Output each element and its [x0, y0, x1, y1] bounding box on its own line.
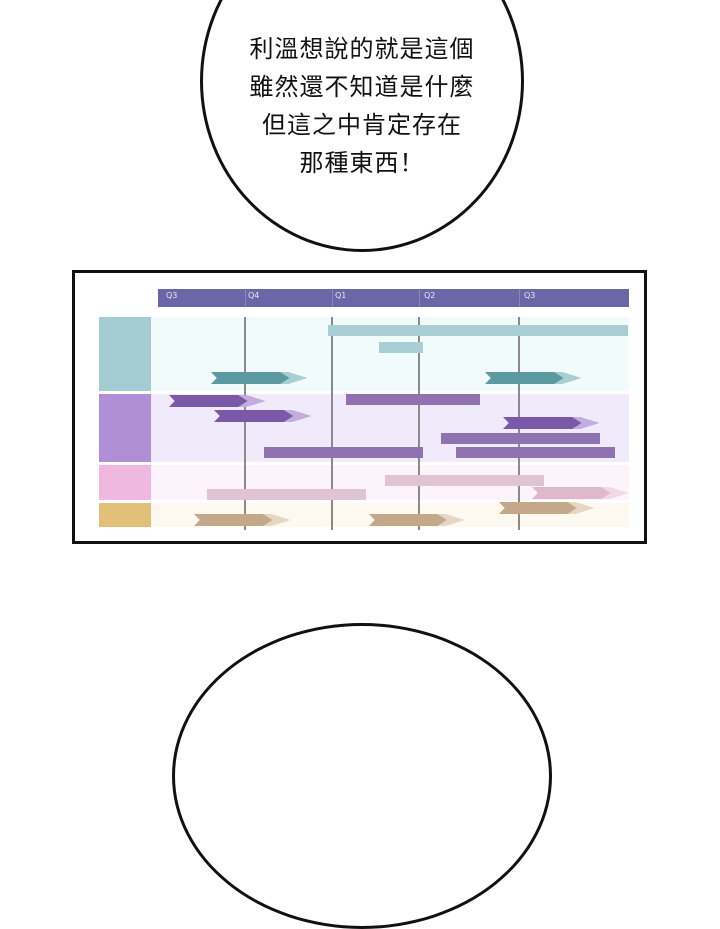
speech-line: 那種東西！	[299, 149, 425, 177]
milestone-arrow	[532, 487, 628, 499]
milestone-arrow	[194, 514, 290, 526]
speech-line: 雖然還不知道是什麼	[249, 73, 475, 101]
speech-bubble-text: 利溫想說的就是這個 雖然還不知道是什麼 但這之中肯定存在 那種東西！	[200, 30, 524, 182]
row-label-tan	[99, 503, 151, 527]
task-bar	[456, 447, 615, 458]
task-bar	[441, 433, 600, 444]
milestone-arrow	[369, 514, 464, 526]
quarter-label: Q1	[335, 291, 347, 300]
task-bar	[328, 325, 628, 336]
quarter-label: Q2	[424, 291, 436, 300]
speech-line: 但這之中肯定存在	[262, 111, 462, 139]
task-bar	[385, 475, 544, 486]
milestone-arrow	[214, 410, 311, 422]
milestone-arrow	[499, 502, 594, 514]
quarter-header: Q3 Q4 Q1 Q2 Q3	[158, 289, 629, 307]
speech-line: 利溫想說的就是這個	[249, 35, 475, 63]
quarter-divider	[418, 317, 420, 530]
roadmap-panel: Q3 Q4 Q1 Q2 Q3	[72, 270, 647, 544]
task-bar	[379, 342, 423, 353]
speech-bubble-bottom	[172, 623, 552, 929]
quarter-label: Q3	[524, 291, 536, 300]
row-label-teal	[99, 317, 151, 391]
quarter-label: Q3	[166, 291, 178, 300]
quarter-divider	[244, 317, 246, 530]
quarter-divider	[331, 317, 333, 530]
row-label-purple	[99, 394, 151, 462]
task-bar	[207, 489, 366, 500]
milestone-arrow	[211, 372, 307, 384]
milestone-arrow	[485, 372, 581, 384]
row-label-pink	[99, 465, 151, 500]
milestone-arrow	[503, 417, 599, 429]
task-bar	[264, 447, 423, 458]
milestone-arrow	[169, 395, 265, 407]
task-bar	[346, 394, 480, 405]
quarter-label: Q4	[248, 291, 260, 300]
